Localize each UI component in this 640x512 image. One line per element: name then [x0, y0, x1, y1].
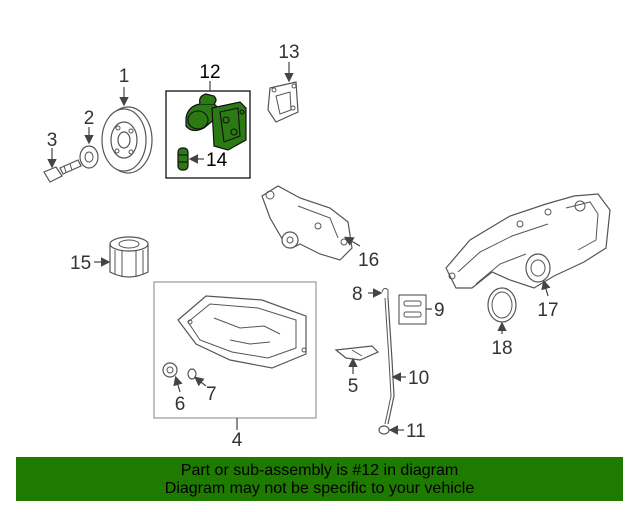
drain-plug-icon[interactable]	[162, 362, 178, 378]
dipstick-icon[interactable]	[381, 287, 395, 425]
washer-icon[interactable]	[79, 145, 99, 169]
seal-kit-icon[interactable]	[403, 300, 422, 318]
callout-7: 7	[206, 384, 217, 405]
disclaimer-line-1: Part or sub-assembly is #12 in diagram	[180, 462, 459, 479]
disclaimer-line-2: Diagram may not be specific to your vehi…	[164, 480, 475, 497]
gasket-icon[interactable]	[267, 81, 299, 123]
parts-diagram: 1 2 3 12 14 13	[43, 42, 611, 451]
oil-pump-icon[interactable]	[185, 93, 247, 151]
callout-17: 17	[537, 300, 558, 321]
callout-14: 14	[206, 150, 228, 171]
callout-11: 11	[406, 421, 426, 442]
callout-16: 16	[358, 250, 379, 271]
balance-shaft-icon[interactable]	[261, 185, 353, 261]
callout-6: 6	[175, 394, 186, 415]
callout-15: 15	[70, 253, 91, 274]
callout-18: 18	[491, 338, 512, 359]
callout-2: 2	[84, 108, 95, 129]
manifold-gasket-icon[interactable]	[487, 287, 517, 323]
bracket-icon[interactable]	[334, 345, 380, 361]
oil-pan-icon[interactable]	[177, 295, 307, 369]
exhaust-manifold-icon[interactable]	[445, 193, 611, 289]
callout-12: 12	[199, 62, 220, 83]
callout-10: 10	[408, 368, 429, 389]
callout-9: 9	[434, 300, 445, 321]
disclaimer-banner: Part or sub-assembly is #12 in diagram D…	[16, 457, 623, 501]
callout-1: 1	[119, 66, 130, 87]
oil-pump-seal-icon[interactable]	[177, 147, 189, 171]
drain-washer-icon[interactable]	[187, 368, 197, 380]
o-ring-icon[interactable]	[378, 425, 390, 435]
callout-5: 5	[348, 376, 359, 397]
bolt-icon[interactable]	[43, 159, 82, 183]
callout-3: 3	[47, 130, 58, 151]
seal-kit-frame	[398, 294, 427, 325]
crankshaft-pulley-icon[interactable]	[101, 106, 153, 174]
oil-pan-assembly-frame	[153, 281, 317, 419]
oil-filter-icon[interactable]	[109, 236, 149, 278]
callout-8: 8	[352, 284, 363, 305]
callout-13: 13	[278, 42, 299, 63]
callout-4: 4	[232, 430, 243, 451]
